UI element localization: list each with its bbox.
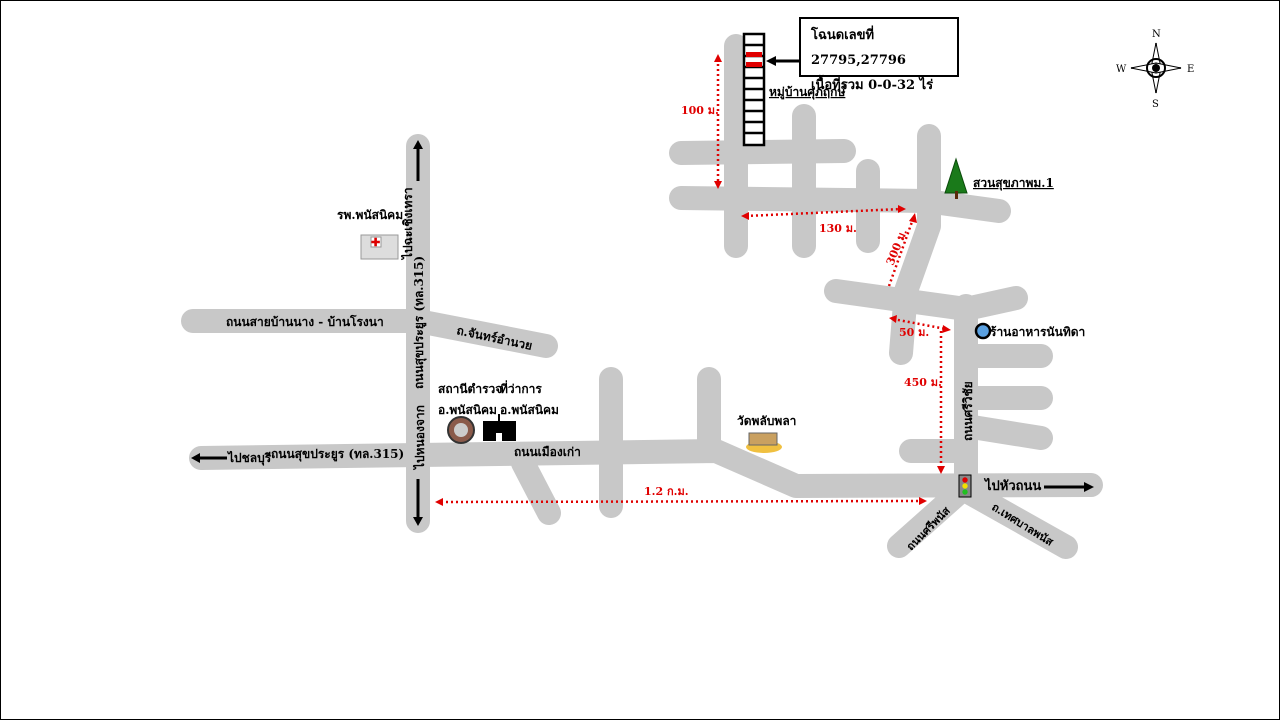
hospital-label: รพ.พนัสนิคม [337,208,403,222]
police-district-label: อ.พนัสนิคม [438,403,497,417]
to-nong-chak-label: ไปหนองจาก [412,405,427,471]
temple-icon [746,432,782,453]
park-label: สวนสุขภาพม.1 [973,176,1054,191]
village-label: หมู่บ้านศุภฤกษ์ [769,85,846,100]
deed-info-box: โฉนดเลขที่ 27795,27796 เนื้อที่รวม 0-0-3… [799,17,959,93]
road-ban-nang [181,309,558,358]
road-315-vertical-label: ถนนสุขประยูร (ทล.315) [412,256,427,389]
road-315-label: ถนนสุขประยูร (ทล.315) [271,447,404,462]
road-diagonal [889,124,941,365]
to-chachoengsao-label: ไปฉะเชิงเทรา [400,187,415,261]
hospital-icon: ✚ [360,234,399,260]
district-office-icon [483,414,516,441]
distance-450: 450 ม. [904,376,942,389]
road-sri-wichai-label: ถนนศรีวิชัย [961,381,975,441]
district-office-label: ที่ว่าการ [500,380,542,396]
temple-label: วัดพลับพลา [737,414,796,428]
road-branches [899,344,1053,463]
restaurant-icon [974,322,992,340]
police-label: สถานีตำรวจ [438,382,502,396]
distance-1200: 1.2 ก.ม. [644,485,689,498]
compass-icon: N S E W [1116,29,1194,110]
road-grid [724,34,880,258]
road-branch [511,451,561,525]
road-south [887,477,1078,559]
traffic-light-icon [958,474,972,498]
to-hua-thanon-label: ไปหัวถนน [983,477,1041,494]
deed-number: โฉนดเลขที่ 27795,27796 [811,28,906,68]
road-ban-nang-label: ถนนสายบ้านนาง - บ้านโรงนา [226,314,384,329]
arrow-up-icon [413,140,423,149]
arrow-left-icon [191,453,200,463]
total-area: เนื้อที่รวม 0-0-32 ไร่ [811,78,934,93]
plot-27795 [746,52,762,57]
svg-text:✚: ✚ [371,236,380,249]
arrow-right-icon [1084,482,1094,492]
plot-27796 [746,62,762,67]
distance-50: 50 ม. [899,326,929,339]
restaurant-label: ร้านอาหารนันทิดา [990,325,1085,339]
roads [181,34,1103,559]
road-grid [669,186,1011,223]
tree-icon [944,157,968,194]
arrow-icon [766,56,776,66]
plot-block [742,32,799,147]
compass-w: W [1116,64,1127,75]
road-old-town-label: ถนนเมืองเก่า [514,445,581,459]
compass-s: S [1152,99,1159,110]
distance-130: 130 ม. [819,222,857,235]
compass-e: E [1187,64,1194,75]
road-grid [669,139,856,165]
to-chonburi-label: ไปชลบุรี [226,450,272,466]
arrow-down-icon [413,517,423,526]
road-main [189,439,1103,498]
district-office-district-label: อ.พนัสนิคม [500,403,559,417]
compass-n: N [1152,29,1161,40]
distance-100: 100 ม. [681,104,719,117]
road-top [824,279,1028,321]
